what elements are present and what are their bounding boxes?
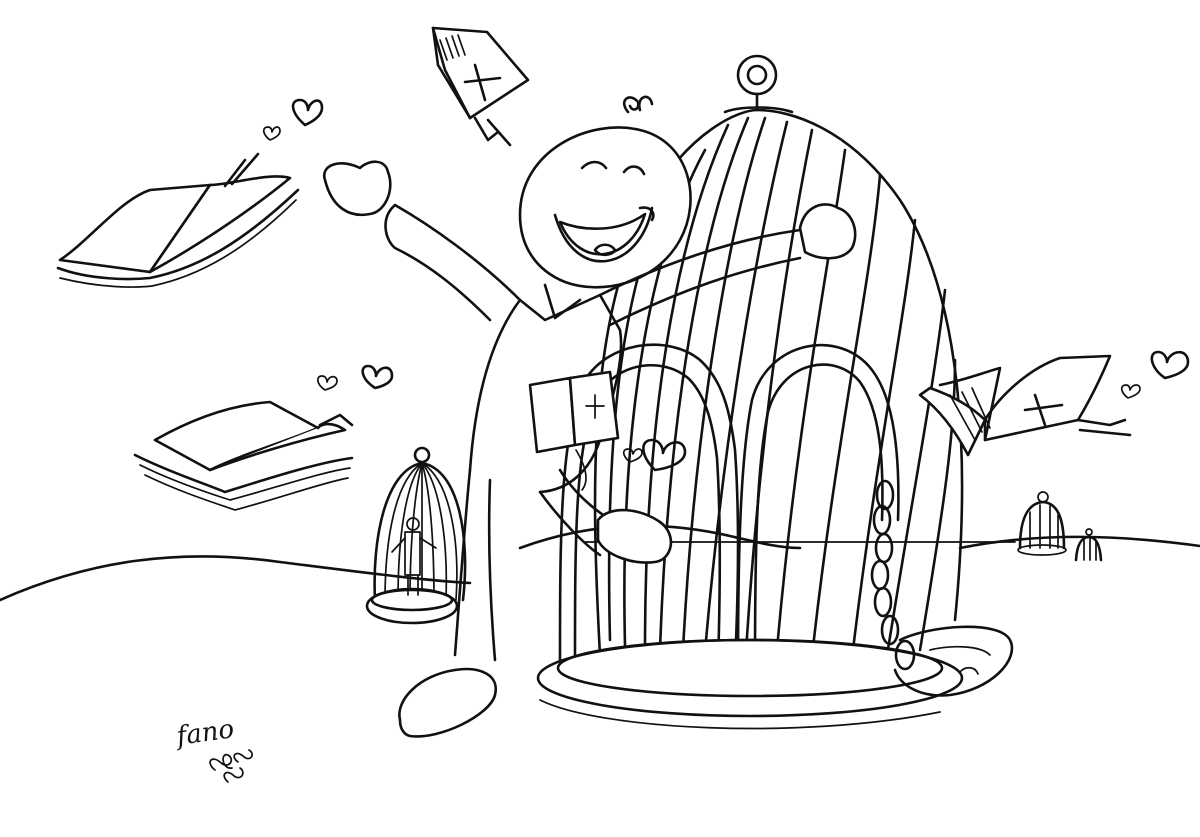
large-cage xyxy=(536,54,1014,730)
small-cage xyxy=(365,446,467,625)
happy-man xyxy=(322,95,857,738)
hearts xyxy=(262,98,1190,472)
flying-book-upper-left xyxy=(56,152,300,288)
artist-signature: fano xyxy=(173,714,253,783)
signature-text: fano xyxy=(173,714,236,752)
distant-cages xyxy=(1017,491,1103,562)
flying-book-middle-left xyxy=(133,400,354,511)
flying-book-top xyxy=(431,26,530,147)
flying-book-right xyxy=(918,354,1132,457)
